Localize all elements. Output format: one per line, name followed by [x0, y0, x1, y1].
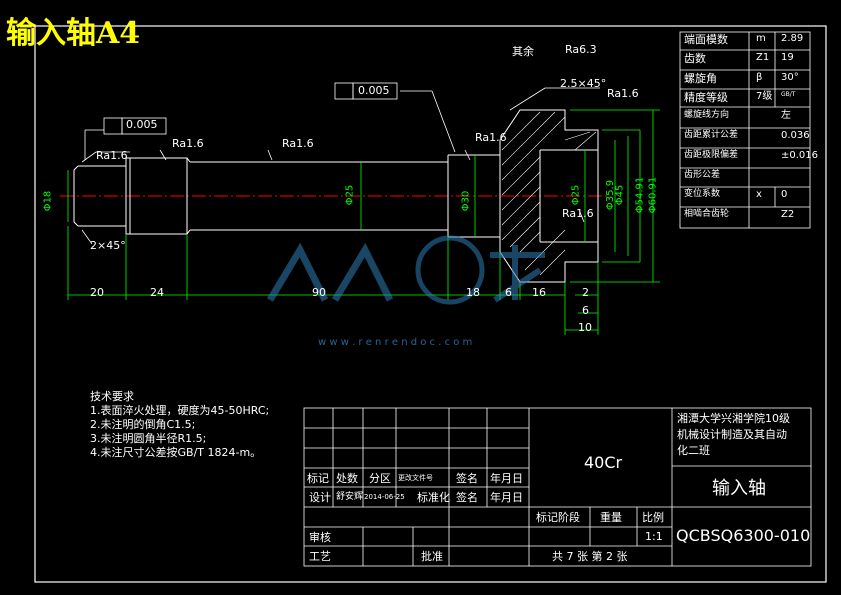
param-label: 螺旋线方向: [684, 110, 730, 120]
tb-review: 审核: [309, 531, 331, 544]
watermark-url: w w w . r e n r e n d o c . c o m: [318, 337, 473, 348]
dim-len-1: 20: [90, 286, 104, 299]
drawing-frame: [34, 25, 827, 583]
drawing-title: 输入轴A4: [6, 16, 141, 51]
param-label: 齿形公差: [684, 170, 721, 180]
tb-design-date: 2014-06-25: [364, 493, 405, 501]
dim-len-5: 6: [505, 286, 512, 299]
runout-value-1: 0.005: [126, 118, 158, 131]
param-value: 2.89: [781, 33, 804, 44]
param-symbol: m: [756, 33, 766, 44]
tb-h-date: 年月日: [490, 472, 523, 485]
tech-item-1: 1.表面淬火处理，硬度为45-50HRC;: [90, 404, 270, 417]
roughness-shoulder: Ra1.6: [475, 131, 507, 144]
param-value: 0: [781, 189, 788, 200]
dim-len-6: 16: [532, 286, 546, 299]
param-value: 左: [781, 110, 791, 121]
dim-dia-3: Φ30: [460, 190, 472, 212]
param-label: 齿距累计公差: [684, 130, 739, 140]
tb-design-label: 设计: [309, 491, 331, 504]
tb-process: 工艺: [309, 550, 331, 563]
dim-dia-4: Φ25: [570, 184, 582, 206]
tb-school: 湘潭大学兴湘学院10级: [677, 412, 790, 425]
param-label: 精度等级: [684, 91, 728, 104]
tb-stage: 标记阶段: [536, 511, 580, 524]
dim-len-2: 24: [150, 286, 164, 299]
dim-len-9: 10: [578, 321, 592, 334]
tb-approve: 批准: [421, 550, 443, 563]
other-finish-label: 其余: [512, 45, 534, 58]
tb-h-zone: 分区: [369, 472, 391, 485]
dim-len-3: 90: [312, 286, 326, 299]
param-value: 0.036: [781, 130, 810, 141]
roughness-end: Ra1.6: [96, 149, 128, 162]
param-label: 相啮合齿轮: [684, 209, 730, 219]
roughness-gear: Ra1.6: [607, 87, 639, 100]
titleblock-grid: [303, 407, 812, 567]
tb-h-count: 处数: [336, 472, 358, 485]
dimension-lines: [67, 109, 660, 335]
tb-major-2: 化二班: [677, 444, 710, 457]
tb-h-sign: 签名: [456, 472, 478, 485]
shaft-outline: [73, 109, 599, 283]
roughness-bore: Ra1.6: [562, 207, 594, 220]
param-symbol: β: [756, 72, 763, 83]
param-value: GB/T: [781, 91, 796, 98]
param-label: 端面模数: [684, 33, 728, 46]
param-value: Z2: [781, 209, 795, 220]
param-value: 19: [781, 52, 794, 63]
dim-dia-8: Φ60.91: [647, 176, 659, 214]
dim-dia-7: Φ54.91: [634, 176, 646, 214]
tb-material: 40Cr: [584, 453, 623, 472]
tb-date-2: 年月日: [490, 491, 523, 504]
chamfer-end-label: 2×45°: [90, 239, 126, 252]
roughness-journal: Ra1.6: [172, 137, 204, 150]
watermark-logo: [266, 235, 545, 305]
leaders: [81, 82, 600, 245]
dim-len-8: 6: [582, 304, 589, 317]
tb-scale-label: 比例: [642, 511, 664, 524]
dim-len-7: 2: [582, 286, 589, 299]
tb-drawing-code: QCBSQ6300-010: [676, 526, 811, 545]
dim-dia-2: Φ25: [344, 184, 356, 206]
dim-dia-1: Φ18: [42, 190, 54, 212]
param-symbol: x: [756, 189, 762, 200]
tb-std: 标准化: [417, 491, 450, 504]
param-value: ±0.016: [781, 150, 819, 161]
param-label: 螺旋角: [684, 72, 717, 85]
tb-h-doc: 更改文件号: [398, 474, 433, 482]
chamfer-gear-label: 2.5×45°: [560, 77, 607, 90]
tech-item-3: 3.未注明圆角半径R1.5;: [90, 432, 207, 445]
section-hatch: [501, 111, 597, 276]
tb-sheets: 共 7 张 第 2 张: [552, 550, 628, 563]
tb-h-mark: 标记: [307, 472, 329, 485]
roughness-shaft: Ra1.6: [282, 137, 314, 150]
tb-sign-2: 签名: [456, 491, 478, 504]
params-table-grid: [679, 31, 811, 229]
tb-designer: 舒安辉: [336, 492, 364, 502]
tech-item-4: 4.未注尺寸公差按GB/T 1824-m。: [90, 446, 262, 459]
param-label: 齿数: [684, 52, 706, 65]
dim-dia-6: Φ45: [614, 184, 626, 206]
tb-part-name: 输入轴: [712, 478, 766, 499]
runout-value-2: 0.005: [358, 84, 390, 97]
dim-len-4: 18: [466, 286, 480, 299]
tb-weight: 重量: [600, 511, 622, 524]
param-value: 30°: [781, 72, 799, 83]
tech-item-2: 2.未注明的倒角C1.5;: [90, 418, 196, 431]
tb-scale: 1:1: [645, 530, 663, 543]
param-label: 齿距极限偏差: [684, 150, 739, 160]
param-symbol: 7级: [756, 91, 773, 102]
tb-major-1: 机械设计制造及其自动: [677, 428, 787, 441]
param-label: 变位系数: [684, 189, 721, 199]
param-symbol: Z1: [756, 52, 770, 63]
tech-heading: 技术要求: [90, 390, 134, 403]
roughness-ra63: Ra6.3: [565, 43, 597, 56]
